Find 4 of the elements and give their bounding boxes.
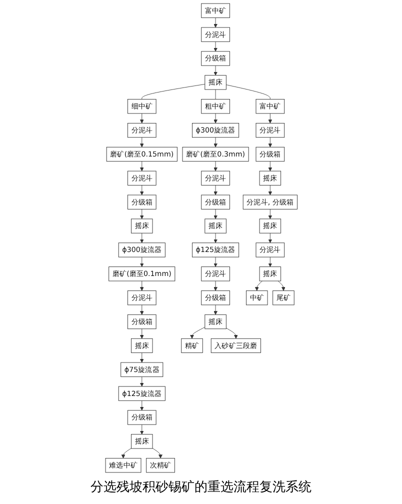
- connector: [226, 84, 270, 100]
- connector: [214, 89, 216, 100]
- caption: 分选残坡积砂锡矿的重选流程复洗系统: [90, 480, 312, 495]
- connector: [141, 84, 205, 100]
